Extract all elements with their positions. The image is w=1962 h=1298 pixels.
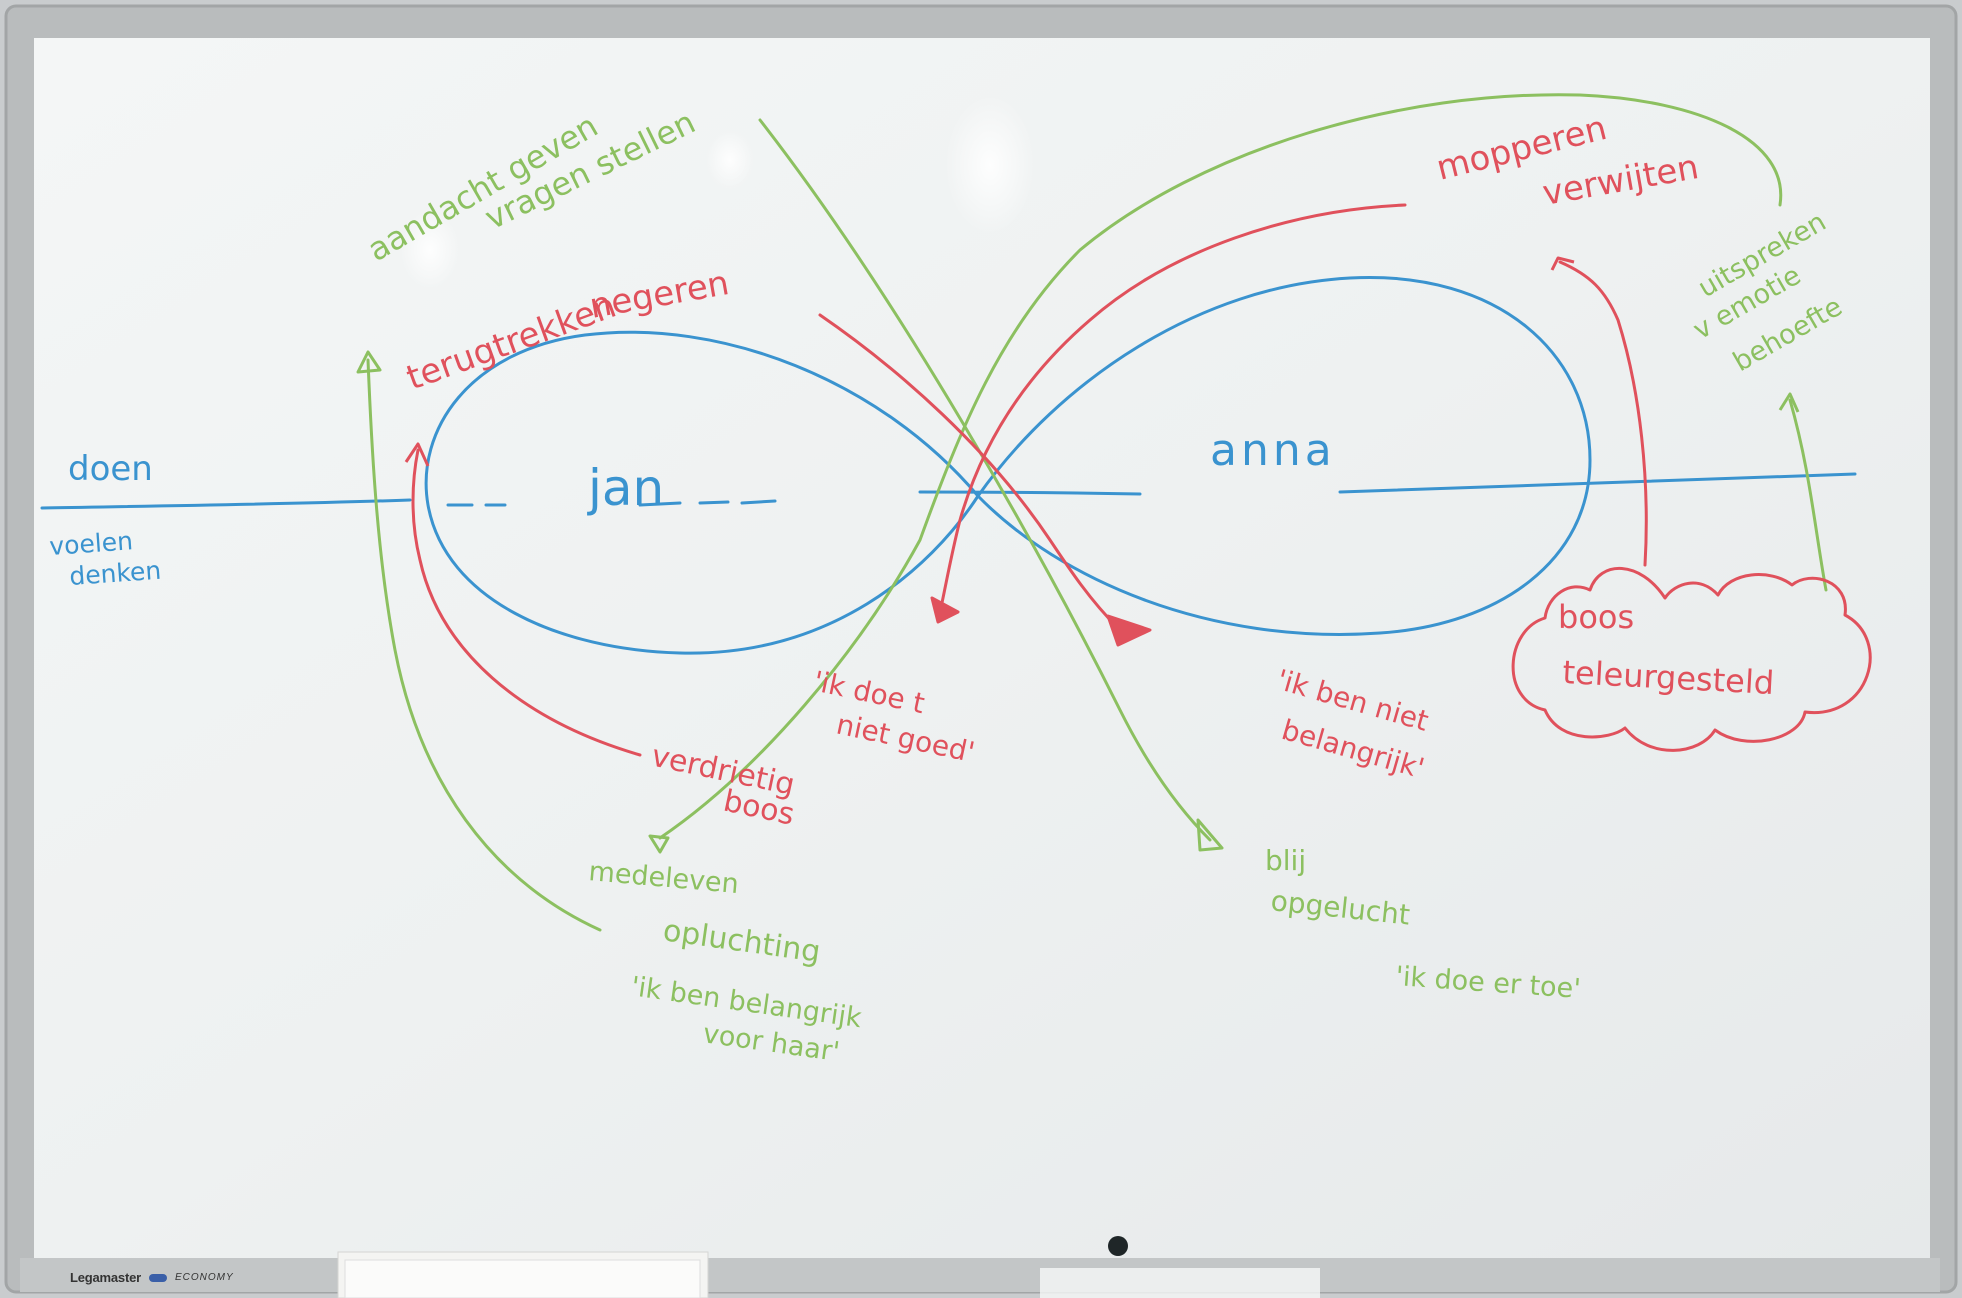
green-arrowheads	[356, 350, 1800, 854]
board-brand: Legamaster ECONOMY	[70, 1270, 234, 1285]
label-anna: anna	[1210, 425, 1336, 476]
label-voelen: voelen	[48, 526, 133, 561]
label-blij: blij	[1265, 844, 1306, 877]
blue-axis	[40, 472, 1857, 510]
tape-piece	[1040, 1268, 1320, 1298]
brand-name: Legamaster	[70, 1270, 141, 1285]
green-arrows	[366, 93, 1828, 932]
blue-infinity	[424, 275, 1592, 655]
label-doen: doen	[68, 449, 153, 489]
red-arrow-anna-to-jan	[938, 203, 1407, 614]
loop-jan	[424, 330, 980, 655]
marker-tray-box	[344, 1259, 701, 1298]
label-jan: jan	[587, 459, 664, 517]
red-cloud	[1511, 566, 1872, 752]
green-arrow-jan-top-to-anna	[758, 118, 1212, 842]
frame-bottom-rail	[20, 1258, 1940, 1292]
cloud-label-boos: boos	[1558, 598, 1634, 636]
label-denken: denken	[68, 556, 162, 591]
green-arrow-anna-to-jan	[658, 93, 1783, 840]
brand-logo-icon	[148, 1273, 167, 1282]
light-glare	[945, 95, 1035, 235]
loop-anna	[976, 275, 1592, 636]
green-arrow-jan-left-loop	[366, 358, 602, 932]
brand-line: ECONOMY	[174, 1272, 234, 1283]
board-surface	[34, 38, 1930, 1258]
red-arrowheads	[404, 256, 1575, 647]
red-arrow-jan-to-anna	[818, 313, 1120, 630]
board-magnet	[1108, 1236, 1128, 1256]
light-glare	[706, 130, 754, 190]
red-arrows	[411, 203, 1648, 757]
light-glare	[400, 210, 460, 290]
red-arrow-jan-loop	[411, 448, 642, 757]
red-arrow-anna-up	[1558, 260, 1648, 567]
green-arrow-anna-side	[1788, 398, 1828, 592]
